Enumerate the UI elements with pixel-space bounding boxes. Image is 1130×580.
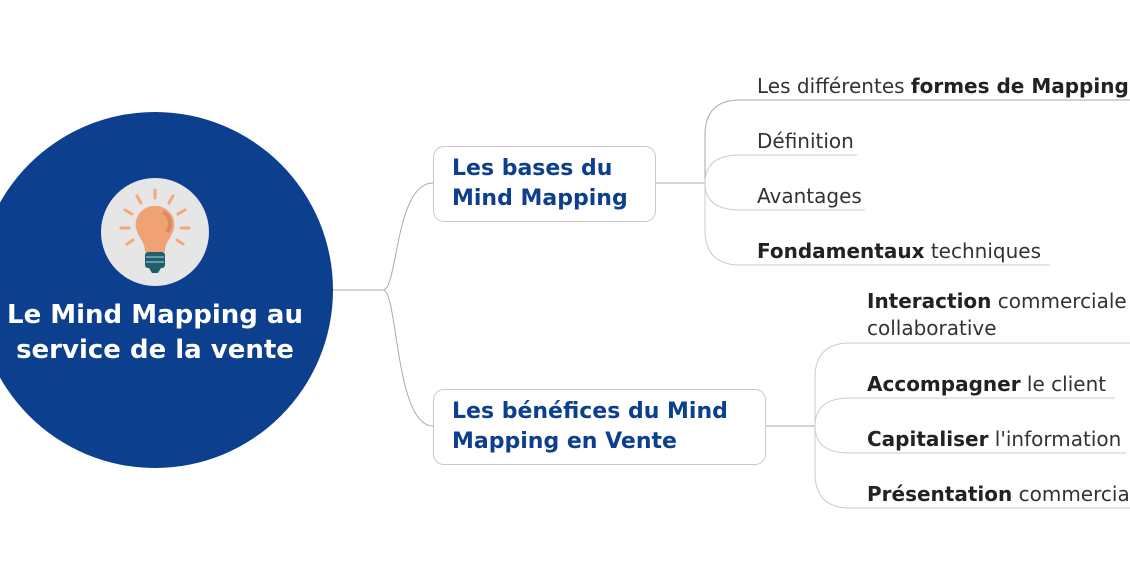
subtopic-bold: Fondamentaux <box>757 239 925 263</box>
central-node[interactable] <box>0 112 333 468</box>
subtopic-formes[interactable]: Les différentes formes de Mapping <box>757 73 1129 100</box>
subtopic-avantages[interactable]: Avantages <box>757 183 862 210</box>
subtopic-bold: Capitaliser <box>867 427 989 451</box>
subtopic-interaction[interactable]: Interaction commerciale et collaborative <box>867 288 1130 342</box>
subtopic-text: commerciale <box>1018 482 1130 506</box>
subtopic-bold: Présentation <box>867 482 1013 506</box>
subtopic-fondamentaux[interactable]: Fondamentaux techniques <box>757 238 1041 265</box>
subtopic-accompagner[interactable]: Accompagner le client <box>867 371 1106 398</box>
subtopic-text: Les différentes <box>757 74 911 98</box>
subtopic-text: Définition <box>757 129 854 153</box>
subtopic-text: commerciale et collaborative <box>867 289 1130 340</box>
subtopic-definition[interactable]: Définition <box>757 128 854 155</box>
subtopic-text: Avantages <box>757 184 862 208</box>
subtopic-bold: Accompagner <box>867 372 1021 396</box>
subtopic-bold: Interaction <box>867 289 992 313</box>
subtopic-capitaliser[interactable]: Capitaliser l'information <box>867 426 1121 453</box>
subtopic-presentation[interactable]: Présentation commerciale <box>867 481 1130 508</box>
subtopic-text: techniques <box>924 239 1041 263</box>
central-title: Le Mind Mapping au service de la vente <box>7 300 303 365</box>
topic-benefices[interactable]: Les bénéfices du Mind Mapping en Vente <box>433 389 766 465</box>
subtopic-text: le client <box>1020 372 1107 396</box>
subtopic-text: l'information <box>988 427 1122 451</box>
subtopic-bold: formes de Mapping <box>910 74 1129 98</box>
lightbulb-icon <box>101 178 209 286</box>
topic-bases[interactable]: Les bases du Mind Mapping <box>433 146 656 222</box>
